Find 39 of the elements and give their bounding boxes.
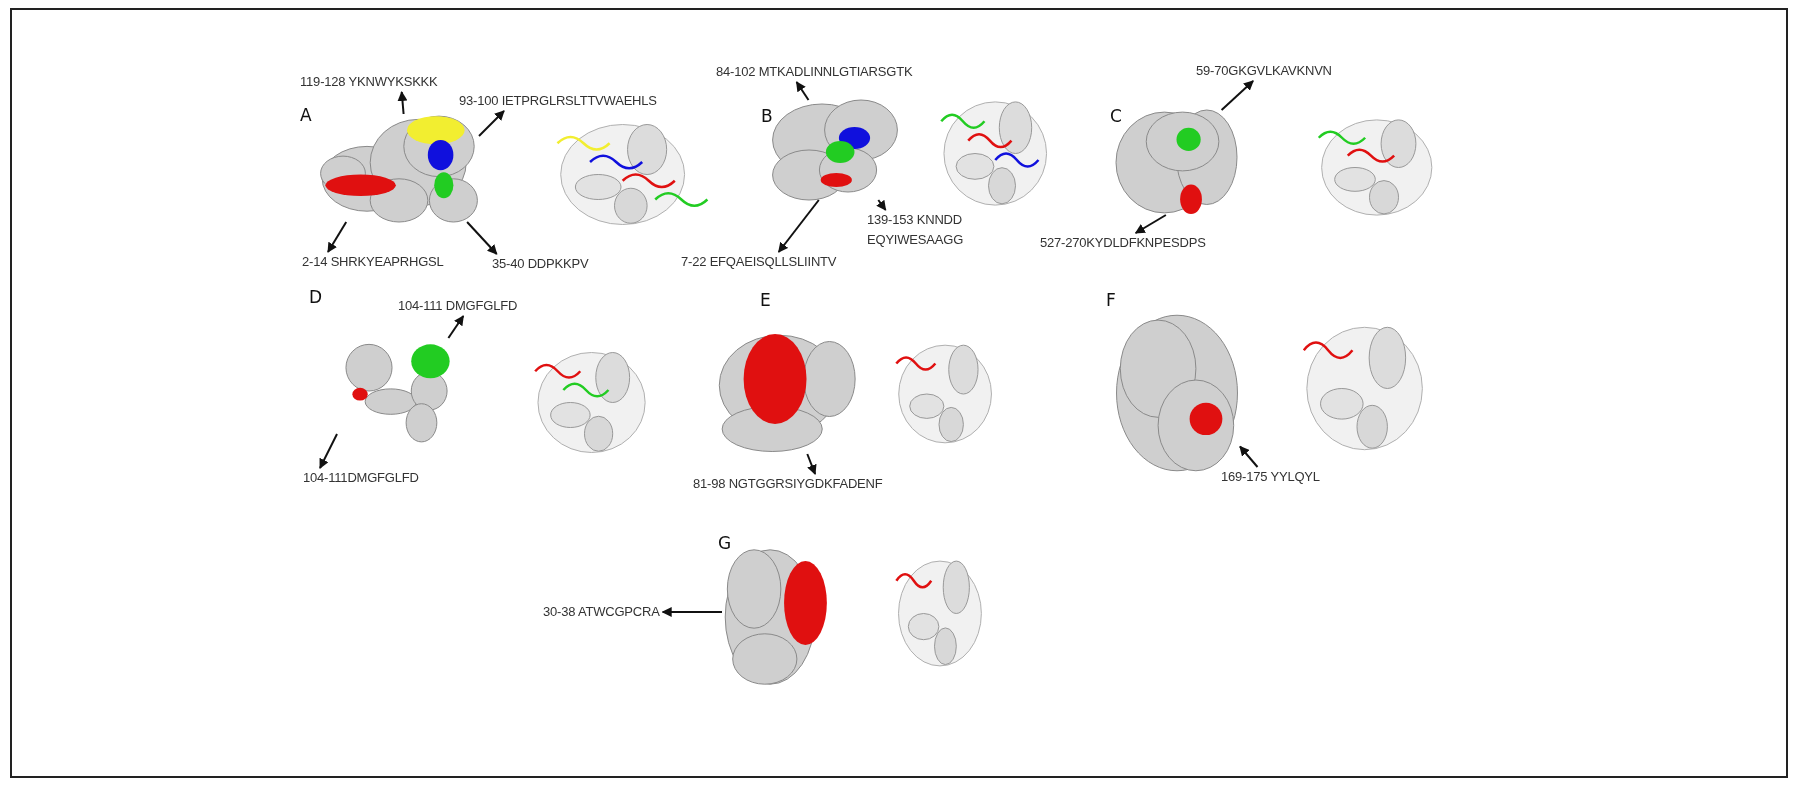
arrow <box>777 199 820 253</box>
panel-letter: C <box>1110 106 1122 126</box>
sequence-label: 139-153 KNNDD EQYIWESAAGG <box>864 210 992 250</box>
panel-letter: E <box>760 290 771 310</box>
picture <box>1114 312 1240 474</box>
arrow <box>661 607 723 617</box>
sequence-label: 169-175 YYLQYL <box>1218 467 1323 487</box>
sequence-label: 93-100 IETPRGLRSLTTVWAEHLS <box>456 91 660 111</box>
sequence-label: 104-111DMGFGLFD <box>300 468 422 488</box>
arrow <box>1134 214 1167 234</box>
sequence-label: 2-14 SHRKYEAPRHGSL <box>299 252 447 272</box>
arrow <box>478 110 505 137</box>
sequence-label: 7-22 EFQAEISQLLSLIINTV <box>678 252 840 272</box>
sequence-label: 104-111 DMGFGLFD <box>395 296 521 316</box>
sequence-label: 119-128 YKNWYKSKKK <box>297 72 441 92</box>
panel-letter: D <box>309 287 323 307</box>
panel-letter: A <box>300 105 312 125</box>
arrow <box>806 453 817 475</box>
arrow <box>327 221 348 253</box>
sequence-label: 35-40 DDPKKPV <box>489 254 592 274</box>
arrow <box>876 199 887 211</box>
arrow <box>447 315 465 339</box>
sequence-label: 81-98 NGTGGRSIYGDKFADENF <box>690 474 886 494</box>
picture <box>722 547 829 687</box>
arrow <box>1239 445 1259 468</box>
arrow <box>397 91 408 115</box>
arrow <box>795 81 810 101</box>
sequence-label: 527-270KYDLDFKNPESDPS <box>1037 233 1209 253</box>
sequence-label: 59-70GKGVLKAVKNVN <box>1193 61 1335 81</box>
panel-letter: B <box>761 106 773 126</box>
arrow <box>466 221 498 255</box>
picture <box>319 114 479 222</box>
picture <box>770 100 900 200</box>
panel-letter: F <box>1106 290 1116 310</box>
sequence-label: 84-102 MTKADLINNLGTIARSGTK <box>713 62 916 82</box>
arrow <box>1220 80 1255 111</box>
arrow <box>319 433 338 469</box>
sequence-label: 30-38 ATWCGPCRA <box>540 602 663 622</box>
panel-letter: G <box>718 533 732 553</box>
